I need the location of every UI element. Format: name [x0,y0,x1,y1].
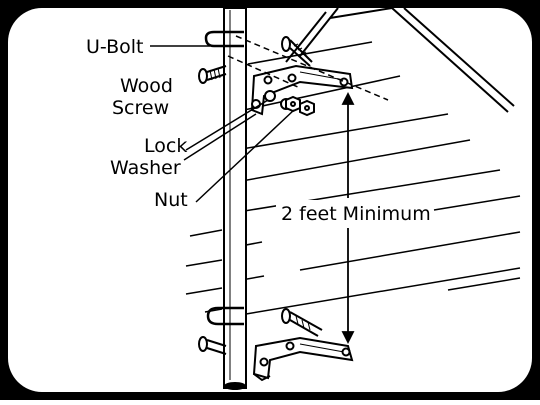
nuts [285,95,315,117]
mast-pipe [223,7,247,390]
lower-bracket [252,336,354,382]
label-clearance: 2 feet Minimum [281,203,431,225]
roof-eave [285,7,515,113]
alignment-dashes [227,35,389,101]
label-wood-screw-line1: Wood [120,75,173,97]
frame-panel [8,8,532,392]
top-bolts [281,36,313,67]
label-wood-screw-line2: Screw [112,97,169,119]
label-u-bolt: U-Bolt [86,36,143,58]
label-lock-washer-line2: Washer [110,157,181,179]
dimension-arrow [341,91,355,345]
lower-u-bolt [206,306,244,326]
lower-wall-screw [281,308,323,337]
upper-u-bolt [204,30,244,48]
upper-wood-screw [198,65,227,84]
clearance-label-backing [276,200,432,226]
leader-lines [150,45,295,203]
lower-wood-screw [198,336,227,355]
label-nut: Nut [154,189,188,211]
siding-lines [185,41,521,315]
label-lock-washer-line1: Lock [144,135,187,157]
